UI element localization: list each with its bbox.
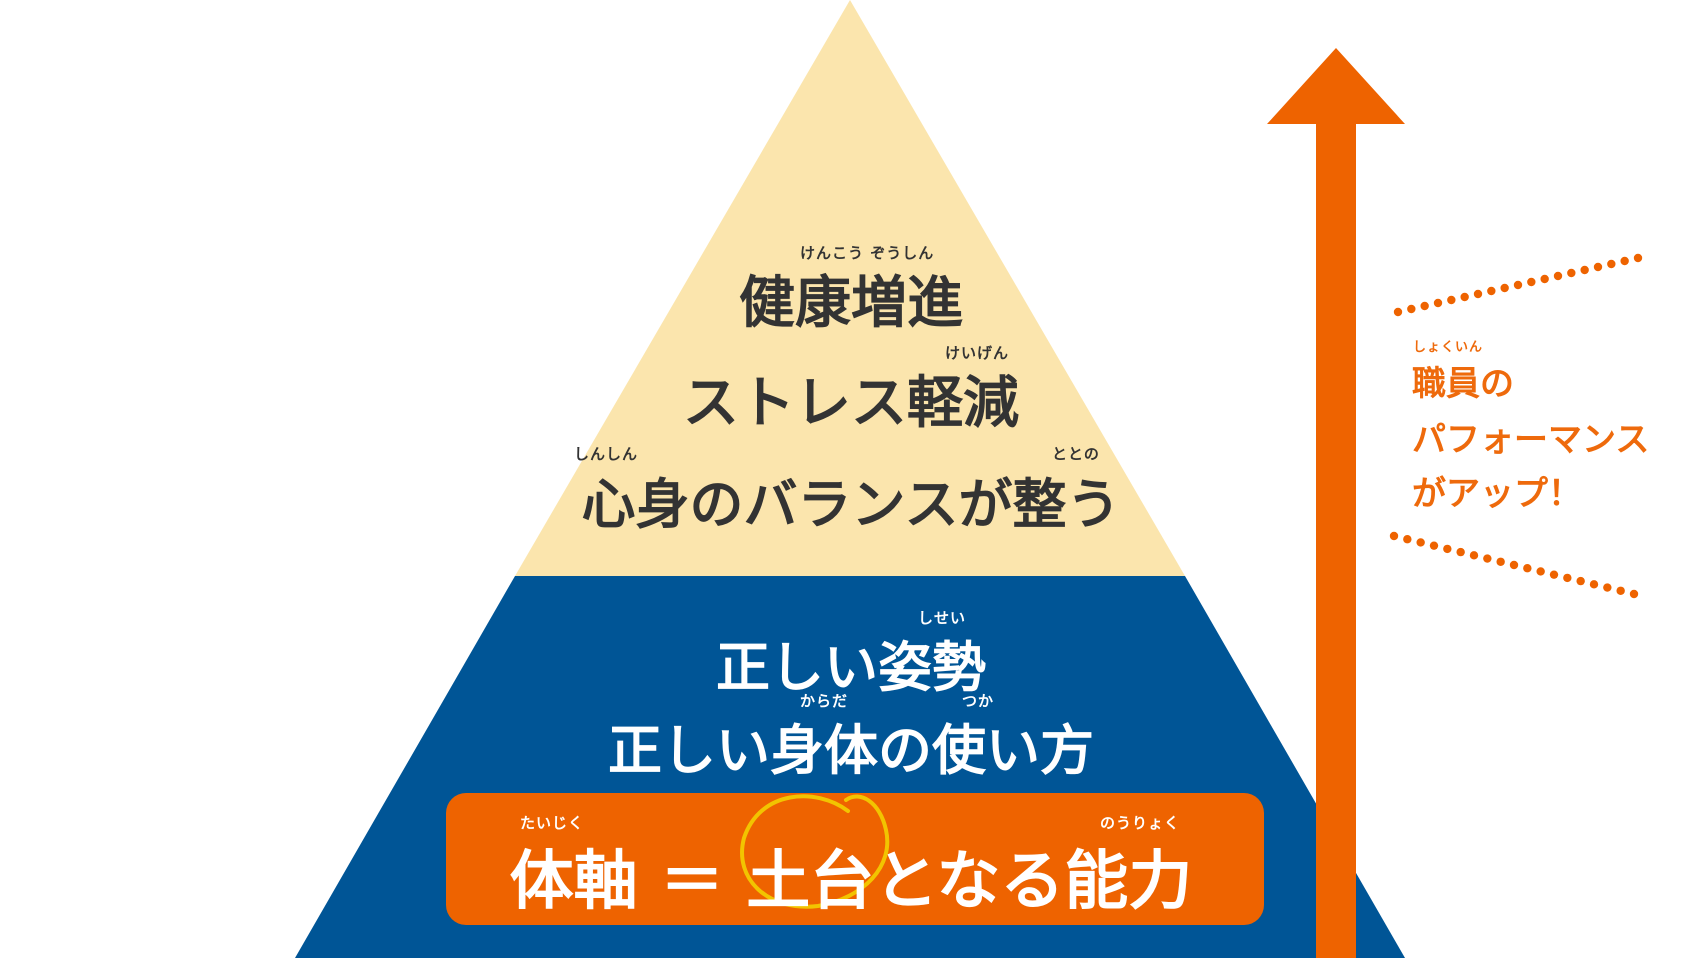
side-note-line1: 職員の <box>1412 364 1514 404</box>
circle-mark <box>740 794 890 909</box>
dot-top <box>1447 295 1456 305</box>
dot-bottom <box>1469 551 1479 560</box>
side-note-line2: パフォーマンス <box>1412 420 1650 460</box>
ruby-shokuin: しょくいん <box>1413 340 1484 355</box>
pyramid-top-section <box>515 0 1185 576</box>
dot-top <box>1540 274 1549 284</box>
dot-bottom <box>1416 538 1425 547</box>
dot-bottom <box>1429 541 1439 550</box>
dot-top <box>1607 259 1616 269</box>
text-tadashii-karada: 正しい身体の使い方 <box>608 719 1094 782</box>
ruby-shisei: しせい <box>918 609 967 627</box>
dot-top <box>1513 280 1523 290</box>
dot-bottom <box>1549 570 1559 579</box>
dot-bottom <box>1616 586 1625 595</box>
dot-top <box>1460 292 1469 302</box>
dot-bottom <box>1496 557 1505 566</box>
dotted-line-top <box>1393 253 1643 317</box>
dot-top <box>1620 256 1629 266</box>
dot-top <box>1553 271 1563 281</box>
dot-top <box>1527 277 1536 287</box>
ruby-keigen: けいげん <box>945 344 1010 362</box>
text-taijiku-dodai: 体軸 ＝ 土台となる能力 <box>509 845 1193 919</box>
dot-bottom <box>1443 544 1452 554</box>
dot-top <box>1407 304 1416 314</box>
dot-bottom <box>1563 573 1572 583</box>
dot-bottom <box>1589 580 1599 589</box>
text-shinshin-balance: 心身のバランスが整う <box>581 473 1121 536</box>
text-kenkou-zoushin: 健康増進 <box>739 271 963 336</box>
dot-top <box>1567 268 1576 278</box>
dot-top <box>1633 253 1643 263</box>
text-stress-keigen: ストレス軽減 <box>683 371 1019 436</box>
dot-bottom <box>1389 531 1399 541</box>
dot-bottom <box>1456 547 1465 557</box>
ruby-kenkou-zoushin: けんこう ぞうしん <box>800 244 935 262</box>
dot-bottom <box>1523 564 1532 573</box>
text-tadashii-shisei: 正しい姿勢 <box>716 636 986 699</box>
dot-bottom <box>1576 576 1585 586</box>
dot-top <box>1473 289 1483 299</box>
dot-top <box>1593 262 1603 272</box>
dot-bottom <box>1483 554 1492 563</box>
dot-bottom <box>1603 583 1612 592</box>
ruby-nouryoku: のうりょく <box>1100 814 1181 832</box>
dot-top <box>1393 307 1403 317</box>
dot-bottom <box>1403 535 1412 544</box>
ruby-shinshin: しんしん <box>574 445 639 463</box>
ruby-tsuka: つか <box>962 692 995 710</box>
dotted-line-bottom <box>1389 531 1639 599</box>
dot-top <box>1487 286 1496 296</box>
ruby-taijiku: たいじく <box>520 814 585 832</box>
side-note-line3: がアップ！ <box>1412 474 1582 514</box>
highlight-box <box>446 793 1264 925</box>
ruby-totono: ととの <box>1052 445 1100 463</box>
dot-top <box>1580 265 1589 275</box>
dot-bottom <box>1509 560 1519 570</box>
dot-bottom <box>1629 589 1639 599</box>
dot-top <box>1433 298 1443 308</box>
ruby-karada: からだ <box>800 692 849 710</box>
up-arrow <box>1267 48 1405 958</box>
dot-bottom <box>1536 567 1545 576</box>
dot-top <box>1500 283 1509 293</box>
dot-top <box>1420 301 1429 311</box>
